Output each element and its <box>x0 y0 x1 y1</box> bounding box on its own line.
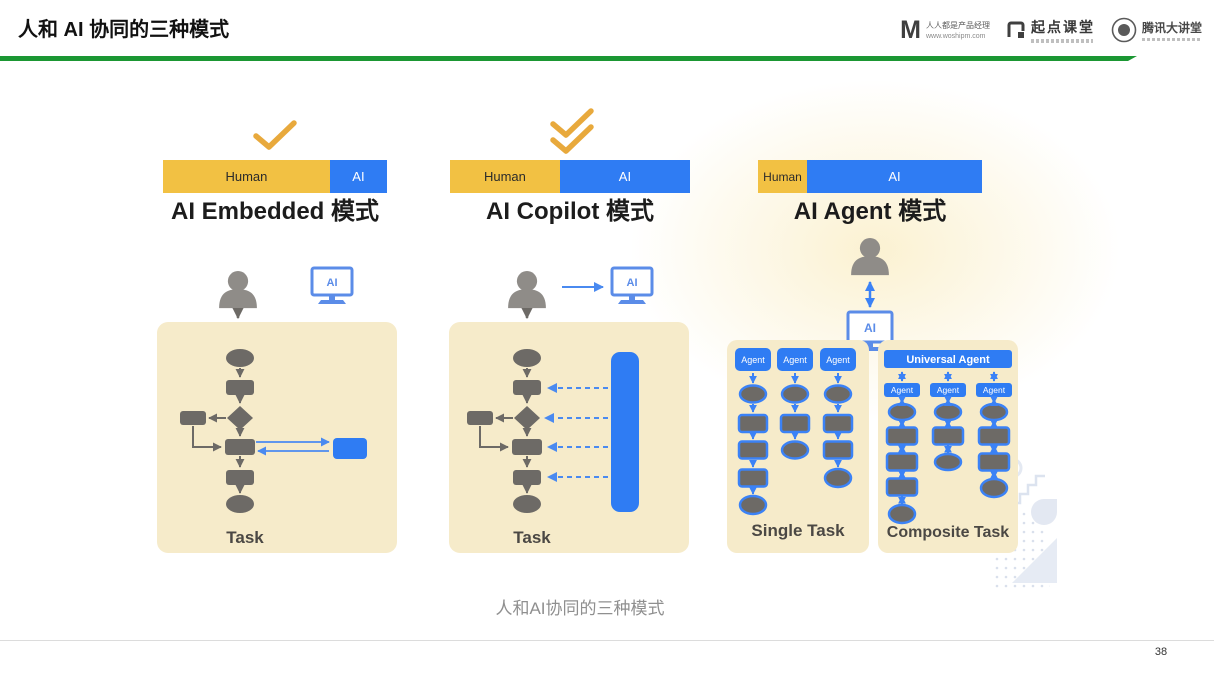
copilot-human-share: Human <box>450 160 560 193</box>
embedded-split-bar: Human AI <box>163 160 387 193</box>
ai-screen-label: AI <box>327 277 338 289</box>
ai-label: AI <box>352 169 365 184</box>
embedded-mode-title: AI Embedded 模式 <box>170 198 380 225</box>
qidian-tagline <box>1030 39 1093 43</box>
agent-label: Agent <box>741 355 765 365</box>
agent-mode-title: AI Agent 模式 <box>793 198 947 225</box>
ai-monitor-icon: AI <box>846 310 894 351</box>
composite-task-arrows <box>898 395 998 505</box>
copilot-suggestion-arrows <box>544 383 608 482</box>
ai-label: AI <box>618 169 632 184</box>
page-number: 38 <box>1154 646 1168 658</box>
single-task-agents: Agent Agent Agent <box>735 348 856 371</box>
ai-exchange-arrows <box>256 437 330 456</box>
person-icon <box>851 238 889 276</box>
embedded-diagram: AI Task <box>157 266 397 553</box>
flowchart-shapes <box>467 349 542 513</box>
embedded-ai-share: AI <box>329 160 387 193</box>
composite-task-label: Composite Task <box>887 524 1010 541</box>
triangle-decor <box>1012 538 1057 583</box>
agent-label: Agent <box>826 355 850 365</box>
person-icon <box>508 271 546 309</box>
agent-split-bar: Human AI <box>758 160 982 193</box>
person-icon <box>219 271 257 309</box>
flowchart-connectors <box>479 368 532 494</box>
ai-label: AI <box>888 169 901 184</box>
ai-plugin-box <box>333 438 367 459</box>
universal-to-agent-arrows <box>898 371 998 382</box>
woshipm-brand: 人人都是产品经理 <box>925 21 990 30</box>
flowchart-connectors <box>192 368 245 494</box>
tencent-brand: 腾讯大讲堂 <box>1141 21 1202 35</box>
task-label: Task <box>226 528 264 547</box>
logo-tencent: 腾讯大讲堂 <box>1111 17 1202 43</box>
copilot-split-bar: Human AI <box>450 160 690 193</box>
task-panel <box>157 322 397 553</box>
copilot-double-checkmark-icon <box>550 108 594 154</box>
ai-screen-label: AI <box>864 321 876 335</box>
embedded-human-share: Human <box>163 160 330 193</box>
copilot-ai-share: AI <box>559 160 690 193</box>
universal-agent-bar <box>884 350 1012 368</box>
qidian-bracket-icon <box>1007 21 1025 38</box>
logo-woshipm: M 人人都是产品经理 www.woshipm.com <box>900 15 990 44</box>
tencent-badge-icon <box>1111 17 1137 43</box>
copilot-diagram: AI Task <box>449 266 689 553</box>
human-label: Human <box>483 169 526 184</box>
human-label: Human <box>763 169 802 184</box>
agent-label: Agent <box>937 385 960 395</box>
title-underline-bar <box>0 56 1137 61</box>
ai-monitor-icon: AI <box>610 266 654 304</box>
woshipm-m-icon: M <box>900 15 921 44</box>
universal-agent-label: Universal Agent <box>906 354 990 366</box>
human-label: Human <box>225 169 268 184</box>
copilot-mode-title: AI Copilot 模式 <box>486 198 654 225</box>
agent-human-share: Human <box>758 160 808 193</box>
single-task-label: Single Task <box>751 521 845 540</box>
agent-label: Agent <box>891 385 914 395</box>
agent-ai-share: AI <box>807 160 982 193</box>
composite-task-agents: Agent Agent Agent <box>884 383 1012 397</box>
ai-copilot-bar <box>611 352 639 512</box>
ai-screen-label: AI <box>627 277 638 289</box>
agent-label: Agent <box>983 385 1006 395</box>
logo-strip: M 人人都是产品经理 www.woshipm.com 起点课堂 腾讯大讲堂 <box>900 17 1202 43</box>
figure-caption: 人和AI协同的三种模式 <box>495 599 665 618</box>
teardrop-decor <box>1031 499 1057 525</box>
single-task-arrows <box>749 373 842 495</box>
woshipm-site: www.woshipm.com <box>925 33 986 40</box>
logo-qidian: 起点课堂 <box>1006 17 1095 43</box>
task-label: Task <box>513 528 551 547</box>
task-panel <box>449 322 689 553</box>
agent-diagram: AI Agent Agent Agent <box>727 238 1018 553</box>
single-task-chains <box>737 384 854 516</box>
qidian-brand: 起点课堂 <box>1030 19 1095 35</box>
embedded-checkmark-icon <box>253 120 297 150</box>
page-title: 人和 AI 协同的三种模式 <box>18 19 230 41</box>
footer-divider <box>0 640 1214 641</box>
tencent-tagline <box>1141 38 1200 41</box>
flowchart-shapes <box>180 349 255 513</box>
agent-label: Agent <box>783 355 807 365</box>
ai-monitor-icon: AI <box>310 266 354 304</box>
